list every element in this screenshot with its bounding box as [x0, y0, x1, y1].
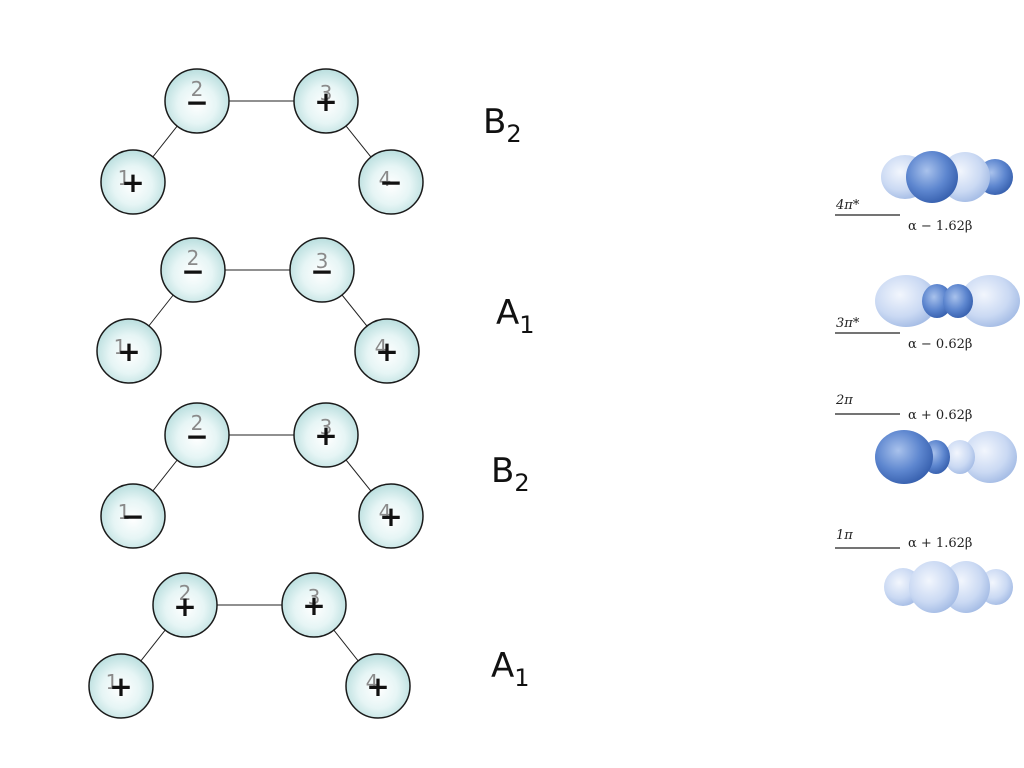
atom-number: 3: [320, 415, 333, 439]
atom-1: 1 +: [96, 318, 162, 384]
atom-3: 3 +: [293, 68, 359, 134]
mo-level-1pi: 1π α + 1.62β: [835, 528, 1013, 613]
atom-1: 1 +: [100, 149, 166, 215]
sign-label: +: [121, 166, 144, 199]
atom-3: 3 −: [289, 237, 355, 303]
sign-label: −: [181, 255, 204, 288]
atom-number: 3: [320, 81, 333, 105]
atom-2: 2 −: [164, 402, 230, 468]
level-energy: α − 1.62β: [908, 219, 972, 234]
atom-3: 3 +: [293, 402, 359, 468]
orbital-lobes: [884, 561, 1013, 613]
atom-number: 4: [366, 670, 379, 694]
sign-label: −: [379, 166, 402, 199]
orbital-lobes: [881, 151, 1013, 203]
atom-number: 1: [106, 670, 119, 694]
atom-number: 2: [191, 411, 204, 435]
atom-number: 1: [114, 335, 127, 359]
mo-level-2pi: 2π α + 0.62β: [835, 393, 1017, 484]
atom-number: 3: [308, 585, 321, 609]
atom-1: 1 +: [88, 653, 154, 719]
atom-1: 1 −: [100, 483, 166, 549]
level-name: 2π: [835, 393, 853, 408]
sign-label: +: [375, 335, 398, 368]
level-name: 4π*: [835, 198, 860, 213]
mo-level-4pi-star: 4π* α − 1.62β: [835, 151, 1013, 234]
mo-level-3pi-star: 3π* α − 0.62β: [835, 275, 1020, 352]
level-name: 3π*: [836, 316, 860, 331]
atom-number: 2: [187, 246, 200, 270]
atom-4: 4 +: [354, 318, 420, 384]
sign-label: −: [310, 255, 333, 288]
atom-number: 2: [179, 581, 192, 605]
atom-number: 4: [379, 500, 392, 524]
sign-label: −: [185, 86, 208, 119]
diagram-4: 1 + 2 + 3 + 4 + A1: [88, 572, 530, 719]
atom-2: 2 +: [152, 572, 218, 638]
atom-number: 3: [316, 249, 329, 273]
sign-label: +: [109, 670, 132, 703]
sign-label: +: [366, 670, 389, 703]
diagram-1: 1 + 2 − 3 + 4 − B2: [100, 68, 522, 215]
sign-label: −: [185, 420, 208, 453]
diagram-2: 1 + 2 − 3 − 4 + A1: [96, 237, 535, 384]
atom-2: 2 −: [164, 68, 230, 134]
level-name: 1π: [836, 528, 853, 543]
orbital-lobes: [875, 430, 1017, 484]
atom-number: 1: [118, 166, 131, 190]
atom-4: 4 +: [358, 483, 424, 549]
level-energy: α − 0.62β: [908, 337, 972, 352]
sign-label: +: [117, 335, 140, 368]
atom-number: 2: [191, 77, 204, 101]
sign-label: +: [379, 500, 402, 533]
sign-label: +: [173, 590, 196, 623]
atom-3: 3 +: [281, 572, 347, 638]
sign-label: +: [314, 419, 337, 452]
level-energy: α + 1.62β: [908, 536, 972, 551]
atom-number: 1: [118, 500, 131, 524]
atom-number: 4: [375, 335, 388, 359]
symmetry-label: A1: [491, 646, 530, 692]
orbital-lobes: [875, 275, 1020, 327]
sign-label: −: [121, 500, 144, 533]
atom-2: 2 −: [160, 237, 226, 303]
atom-number: 4: [379, 167, 392, 191]
symmetry-label: B2: [483, 102, 522, 148]
sign-label: +: [314, 85, 337, 118]
sign-label: +: [302, 589, 325, 622]
level-energy: α + 0.62β: [908, 408, 972, 423]
atom-4: 4 +: [345, 653, 411, 719]
atom-4: 4 −: [358, 149, 424, 215]
diagram-3: 1 − 2 − 3 + 4 + B2: [100, 402, 530, 549]
symmetry-label: A1: [496, 293, 535, 339]
symmetry-label: B2: [491, 451, 530, 497]
